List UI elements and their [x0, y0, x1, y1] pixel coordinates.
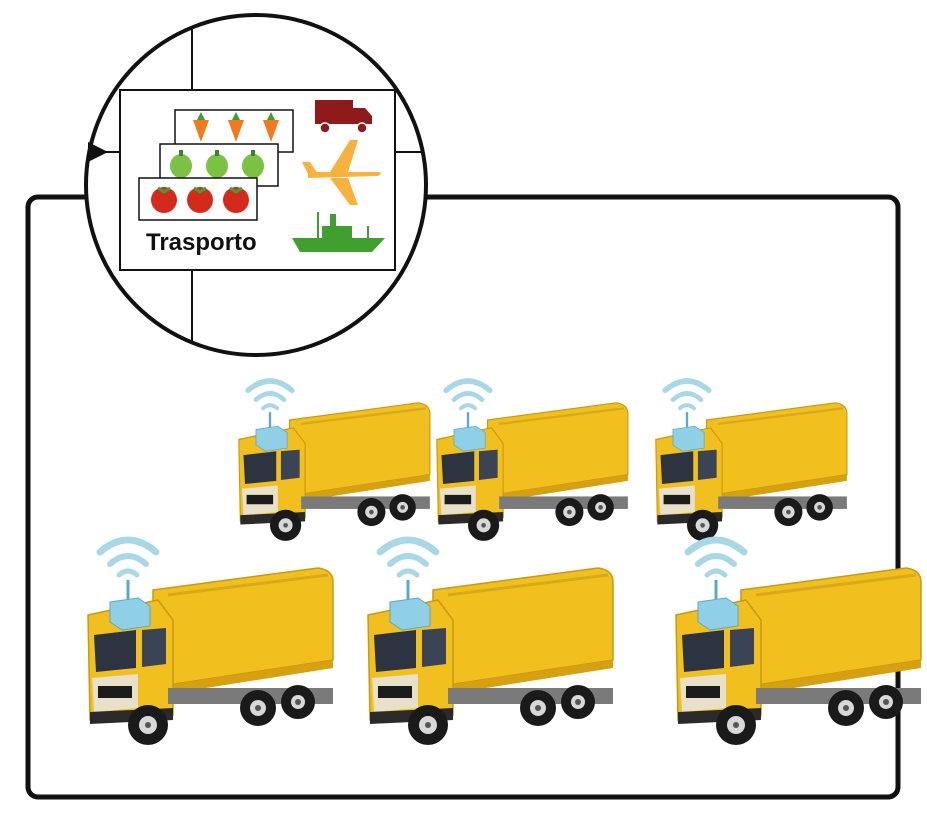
truck-icon	[315, 100, 372, 134]
panel-label: Trasporto	[146, 229, 257, 256]
tomato-icon	[187, 186, 213, 213]
ship-icon	[292, 212, 385, 252]
tomato-icon	[151, 186, 177, 213]
bell-pepper-icon	[206, 150, 228, 178]
bell-pepper-icon	[170, 150, 192, 178]
carrot-icon	[263, 112, 279, 142]
arrow-pointer-icon	[88, 142, 108, 162]
airplane-icon	[302, 140, 381, 205]
tomato-icon	[223, 186, 249, 213]
produce-card-tomatoes	[138, 177, 258, 221]
magnifier-lens: Trasporto	[84, 13, 428, 357]
bell-pepper-icon	[242, 150, 264, 178]
carrot-icon	[228, 112, 244, 142]
carrot-icon	[193, 112, 209, 142]
